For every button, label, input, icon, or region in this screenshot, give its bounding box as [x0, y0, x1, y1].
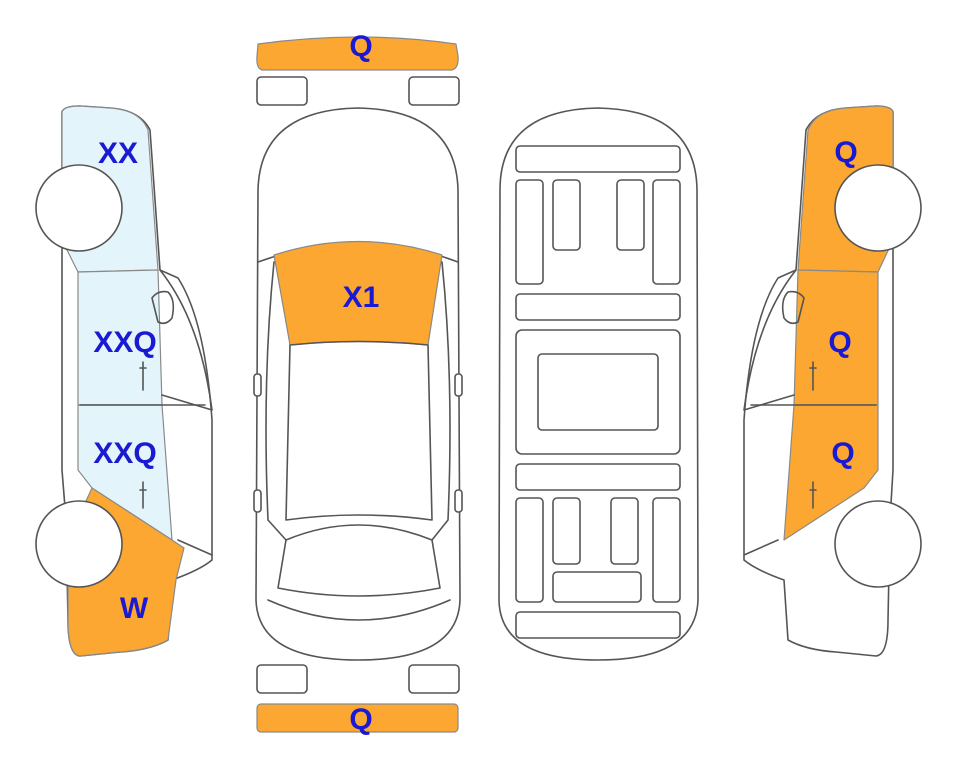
underbody-rear-right-rail [652, 497, 681, 603]
underbody-front-left-rail [515, 179, 544, 285]
right-rear-wheel [834, 500, 922, 588]
underbody-rear-left-rail [515, 497, 544, 603]
right-side-view: Q Q Q [743, 105, 922, 657]
top-left-window [265, 261, 287, 541]
top-front-bumper-panel[interactable] [256, 36, 459, 71]
left-side-view: XX XXQ XXQ W [35, 105, 213, 657]
right-front-fender-label: Q [834, 136, 857, 169]
left-bumper-line [177, 539, 213, 556]
underbody-rear-tank [552, 571, 642, 603]
left-handle-front [139, 361, 147, 391]
top-right-window [431, 261, 451, 541]
top-left-mirror-rear [253, 489, 262, 513]
right-bumper-line [743, 539, 779, 556]
underbody-front-crossmember [515, 145, 681, 173]
underbody-front-right-inner [616, 179, 645, 251]
left-handle-rear [139, 481, 147, 509]
right-mirror [781, 290, 805, 325]
left-front-door-label: XXQ [93, 326, 156, 359]
underbody-rear-left-inner [552, 497, 581, 565]
top-rear-bumper-panel[interactable] [256, 703, 459, 733]
left-rear-door-label: XXQ [93, 437, 156, 470]
top-rear-right-light [408, 664, 460, 694]
left-window-line [159, 269, 213, 411]
underbody-front-left-inner [552, 179, 581, 251]
left-mirror [151, 290, 175, 325]
top-front-right-light [408, 76, 460, 106]
left-rear-quarter-label: W [120, 592, 149, 625]
right-handle-rear [809, 481, 817, 509]
top-trunk-line [267, 599, 451, 621]
top-windshield-label: X1 [343, 281, 380, 314]
underbody-rear-right-inner [610, 497, 639, 565]
top-view: Q X1 Q [253, 30, 463, 736]
left-front-fender-label: XX [98, 137, 138, 170]
top-rear-left-light [256, 664, 308, 694]
top-rear-window [277, 524, 441, 597]
underbody-rear-crossmember [515, 611, 681, 639]
underbody-view [498, 107, 699, 661]
underbody-front-right-rail [652, 179, 681, 285]
top-right-mirror [454, 373, 463, 397]
right-front-wheel [834, 164, 922, 252]
left-rear-wheel [35, 500, 123, 588]
right-window-line [743, 269, 797, 411]
underbody-mid-front-bar [515, 293, 681, 321]
right-rear-door-label: Q [831, 437, 854, 470]
top-roof-outline [285, 340, 433, 521]
top-front-left-light [256, 76, 308, 106]
right-handle-front [809, 361, 817, 391]
top-front-bumper-label: Q [349, 30, 372, 63]
underbody-center-panel [537, 353, 659, 431]
left-front-wheel [35, 164, 123, 252]
top-left-mirror [253, 373, 262, 397]
underbody-mid-rear-bar [515, 463, 681, 491]
right-front-door-label: Q [828, 326, 851, 359]
top-rear-bumper-label: Q [349, 703, 372, 736]
top-right-mirror-rear [454, 489, 463, 513]
